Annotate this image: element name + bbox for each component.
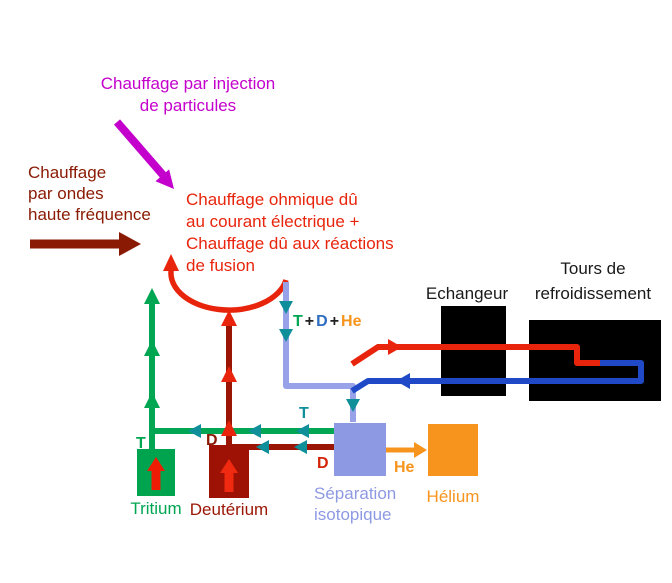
label-mix-he: He — [341, 313, 362, 330]
deuterium-flow-arrow-up-3 — [221, 420, 237, 436]
label-cooling-towers: Tours de refroidissement — [534, 259, 652, 303]
helium-pipe — [386, 442, 427, 458]
mix-flow-arrow-down-2 — [279, 329, 293, 342]
helium-box — [428, 424, 478, 476]
label-deuterium: Deutérium — [189, 500, 269, 519]
tritium-return-arrow-left-3 — [188, 424, 201, 438]
mix-flow-arrow-down-3 — [346, 399, 360, 412]
label-ohmic-fusion-heating: Chauffage ohmique dû au courant électriq… — [186, 190, 394, 275]
deuterium-flow-arrow-up-2 — [221, 366, 237, 382]
label-mix-d: D — [316, 313, 328, 330]
label-he: He — [394, 459, 415, 476]
isotope-separation-box — [334, 423, 386, 476]
label-isotope-separation: Séparation isotopique — [314, 484, 397, 524]
deuterium-box — [209, 445, 249, 498]
mix-flow-arrow-down-1 — [279, 301, 293, 314]
tritium-box — [137, 449, 175, 496]
tritium-flow-arrow-up-2 — [144, 340, 160, 356]
label-helium: Hélium — [426, 487, 480, 506]
deuterium-return-arrow-left-2 — [256, 440, 269, 454]
cold-flow-arrow-left — [396, 373, 410, 389]
hot-coolant-pipe — [350, 339, 602, 367]
label-d-right: D — [317, 455, 329, 472]
hot-flow-arrow-right — [388, 339, 402, 355]
plasma-loop-arc — [163, 254, 289, 313]
helium-flow-arrow-right — [414, 442, 427, 458]
tritium-flow-arrow-up-3 — [144, 392, 160, 408]
label-t-left: T — [136, 435, 146, 452]
label-hf-waves-heating: Chauffage par ondes haute fréquence — [28, 163, 151, 224]
label-mix-t: T — [293, 313, 303, 330]
label-tritium: Tritium — [130, 499, 182, 518]
mix-outflow-pipe — [279, 282, 360, 422]
tritium-circuit-pipe — [144, 288, 334, 452]
label-mix-t-d-he: T+D+He — [293, 311, 361, 333]
deuterium-return-arrow-left-1 — [294, 440, 307, 454]
label-heat-exchanger: Echangeur — [425, 284, 509, 303]
deuterium-flow-arrow-up-1 — [221, 310, 237, 326]
tritium-return-arrow-left-1 — [296, 424, 309, 438]
label-injection-heating: Chauffage par injection de particules — [100, 74, 276, 115]
label-mix-plus2: + — [329, 313, 340, 330]
label-d-left: D — [206, 432, 218, 449]
label-t-mid: T — [299, 405, 309, 422]
tritium-flow-arrow-up-1 — [144, 288, 160, 304]
cold-coolant-pipe — [350, 360, 644, 394]
particle-injection-arrow — [113, 119, 174, 189]
label-mix-plus1: + — [304, 313, 315, 330]
hf-waves-arrow — [30, 232, 141, 256]
tritium-return-arrow-left-2 — [248, 424, 261, 438]
